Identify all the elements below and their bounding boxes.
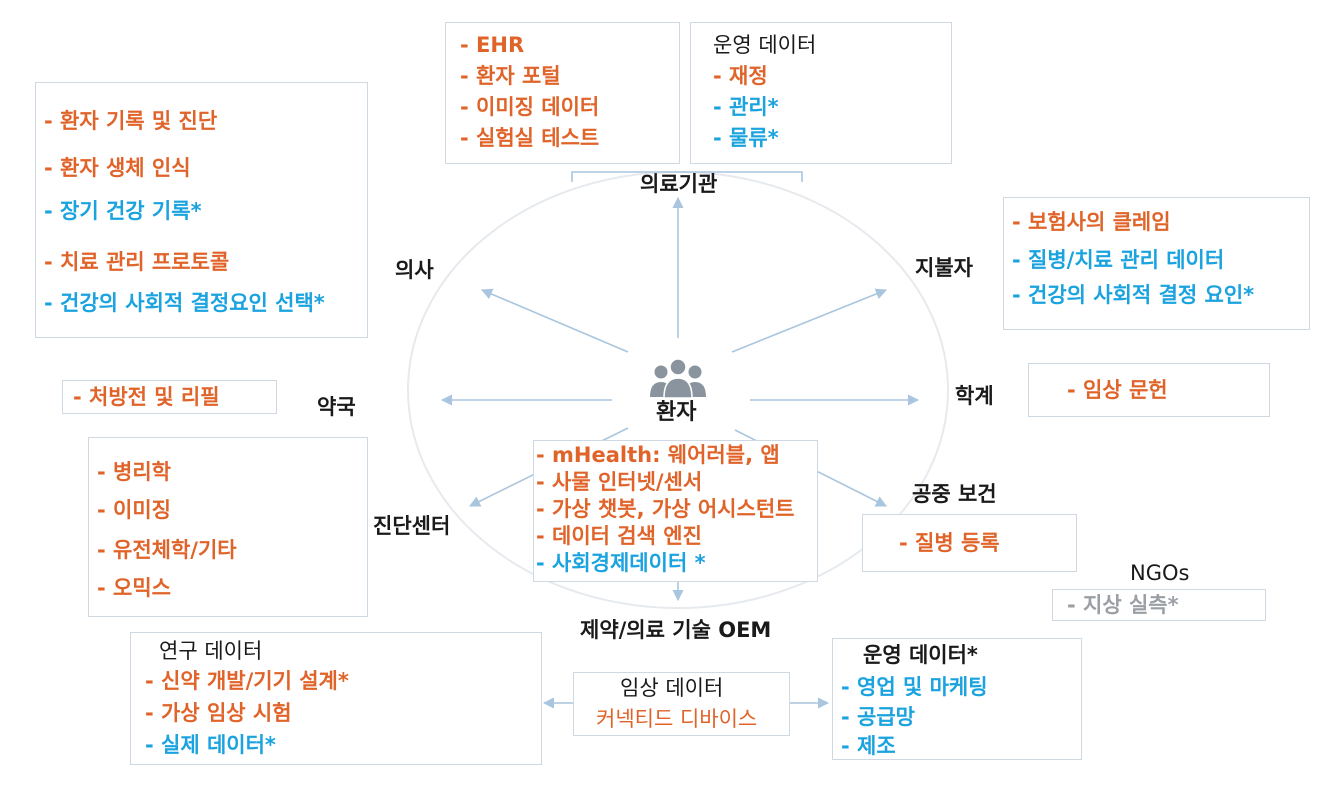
- operations-item: - 물류*: [713, 126, 779, 150]
- arrow-to-doctor: [480, 288, 629, 353]
- doctor-item: - 장기 건강 기록*: [44, 199, 202, 223]
- center-patient-label: 환자: [656, 400, 697, 425]
- research-data-box: 연구 데이터 - 신약 개발/기기 설계* - 가상 임상 시험 - 실제 데이…: [130, 632, 542, 765]
- public-health-data-box: - 질병 등록: [862, 514, 1077, 572]
- pharmacy-data-box: - 처방전 및 리필: [62, 380, 277, 414]
- diagnostic-item: - 오믹스: [97, 576, 171, 600]
- payer-item: - 건강의 사회적 결정 요인*: [1012, 283, 1255, 307]
- patient-item: - 사물 인터넷/센서: [536, 470, 703, 494]
- payer-item: - 질병/치료 관리 데이터: [1012, 248, 1225, 272]
- ehr-item: - EHR: [460, 33, 525, 57]
- operations-data-box: 운영 데이터 - 재정 - 관리* - 물류*: [690, 22, 952, 164]
- research-title: 연구 데이터: [159, 639, 263, 663]
- operations-bottom-data-box: 운영 데이터* - 영업 및 마케팅 - 공급망 - 제조: [832, 638, 1082, 760]
- ehr-data-box: - EHR - 환자 포털 - 이미징 데이터 - 실험실 테스트: [445, 22, 680, 164]
- clinical-data-box: 임상 데이터 커넥티드 디바이스: [573, 672, 790, 736]
- operations-bottom-item: - 영업 및 마케팅: [841, 675, 988, 699]
- clinical-title: 임상 데이터: [620, 676, 724, 700]
- diagnostic-data-box: - 병리학 - 이미징 - 유전체학/기타 - 오믹스: [88, 437, 368, 617]
- diagnostic-item: - 병리학: [97, 460, 171, 484]
- node-ngo: NGOs: [1130, 561, 1190, 585]
- node-doctor: 의사: [395, 258, 434, 282]
- ehr-item: - 실험실 테스트: [460, 126, 600, 150]
- operations-title: 운영 데이터: [713, 33, 817, 57]
- ehr-item: - 환자 포털: [460, 64, 561, 88]
- people-icon: [650, 358, 706, 399]
- pharmacy-item: - 처방전 및 리필: [73, 385, 220, 409]
- ngo-item: - 지상 실측*: [1067, 593, 1179, 617]
- operations-bottom-title: 운영 데이터*: [863, 643, 978, 667]
- doctor-item: - 치료 관리 프로토콜: [44, 250, 230, 274]
- doctor-item: - 건강의 사회적 결정요인 선택*: [44, 291, 325, 315]
- patient-item: - 사회경제데이터 *: [536, 551, 706, 575]
- ngo-data-box: - 지상 실측*: [1052, 589, 1266, 621]
- academia-data-box: - 임상 문헌: [1028, 363, 1270, 417]
- operations-item: - 재정: [713, 64, 768, 88]
- operations-item: - 관리*: [713, 95, 779, 119]
- patient-item: - mHealth: 웨어러블, 앱: [536, 443, 780, 467]
- doctor-item: - 환자 생체 인식: [44, 156, 191, 180]
- bracket-institution: [571, 171, 803, 182]
- operations-bottom-item: - 공급망: [841, 705, 915, 729]
- node-public-health: 공중 보건: [912, 482, 997, 506]
- diagnostic-item: - 유전체학/기타: [97, 538, 237, 562]
- research-item: - 신약 개발/기기 설계*: [145, 669, 349, 693]
- academia-item: - 임상 문헌: [1067, 378, 1168, 402]
- research-item: - 실제 데이터*: [145, 733, 276, 757]
- node-pharma: 제약/의료 기술 OEM: [580, 618, 772, 642]
- payer-item: - 보험사의 클레임: [1012, 210, 1171, 234]
- payer-data-box: - 보험사의 클레임 - 질병/치료 관리 데이터 - 건강의 사회적 결정 요…: [1003, 197, 1310, 330]
- research-item: - 가상 임상 시험: [145, 701, 292, 725]
- node-payer: 지불자: [915, 256, 973, 280]
- patient-item: - 데이터 검색 엔진: [536, 524, 702, 548]
- arrow-to-payer: [731, 288, 888, 353]
- operations-bottom-item: - 제조: [841, 734, 896, 758]
- patient-data-box: - mHealth: 웨어러블, 앱 - 사물 인터넷/센서 - 가상 챗봇, …: [533, 440, 818, 582]
- node-diagnostic: 진단센터: [373, 514, 451, 538]
- diagnostic-item: - 이미징: [97, 498, 171, 522]
- doctor-item: - 환자 기록 및 진단: [44, 109, 218, 133]
- public-health-item: - 질병 등록: [899, 531, 1000, 555]
- node-academia: 학계: [955, 384, 994, 408]
- doctor-data-box: - 환자 기록 및 진단 - 환자 생체 인식 - 장기 건강 기록* - 치료…: [35, 82, 368, 338]
- ehr-item: - 이미징 데이터: [460, 95, 600, 119]
- node-institution: 의료기관: [640, 172, 718, 196]
- patient-item: - 가상 챗봇, 가상 어시스턴트: [536, 497, 795, 521]
- node-pharmacy: 약국: [317, 395, 356, 419]
- clinical-subtitle: 커넥티드 디바이스: [596, 707, 758, 731]
